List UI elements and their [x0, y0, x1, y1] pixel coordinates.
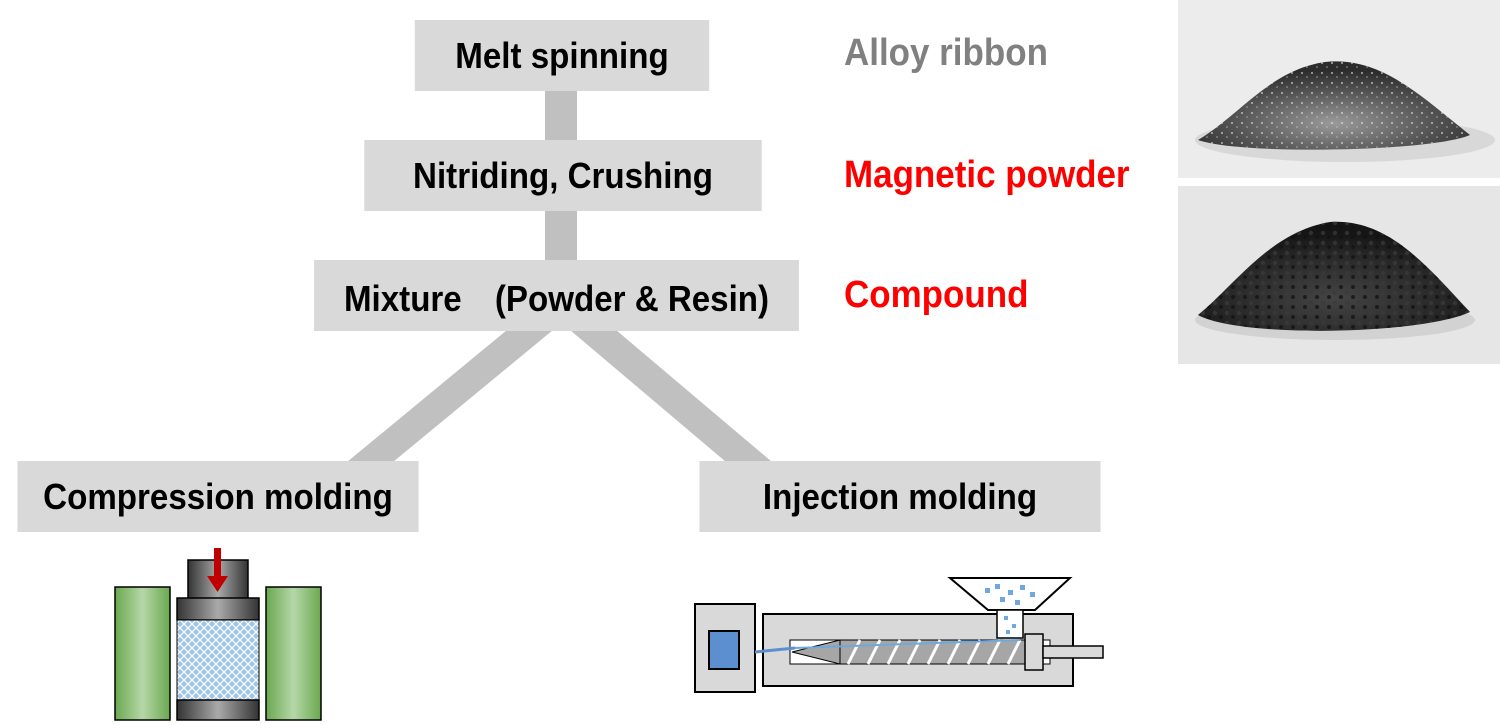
connector-mixture-to-compression — [347, 330, 553, 462]
label-alloy-ribbon: Alloy ribbon — [844, 32, 1048, 74]
step-mixture: Mixture (Powder & Resin) — [314, 260, 799, 331]
compression-die-icon — [114, 548, 322, 721]
label-compound: Compound — [844, 274, 1029, 316]
compound-pellets-photo — [1178, 186, 1500, 364]
connector-nitriding-to-mixture — [545, 210, 577, 262]
label-magnetic-powder: Magnetic powder — [844, 154, 1130, 196]
step-melt-spinning: Melt spinning — [414, 20, 710, 91]
connector-melt-to-nitriding — [545, 90, 577, 142]
step-compression-molding: Compression molding — [17, 461, 419, 532]
connector-mixture-to-injection — [570, 330, 772, 462]
flow-connectors — [347, 90, 772, 462]
press-arrow-icon — [207, 548, 228, 592]
step-nitriding-crushing: Nitriding, Crushing — [364, 140, 762, 211]
step-injection-molding: Injection molding — [699, 461, 1101, 532]
injection-molding-machine-icon — [694, 577, 1104, 693]
metal-powder-heap-photo — [1178, 0, 1500, 178]
